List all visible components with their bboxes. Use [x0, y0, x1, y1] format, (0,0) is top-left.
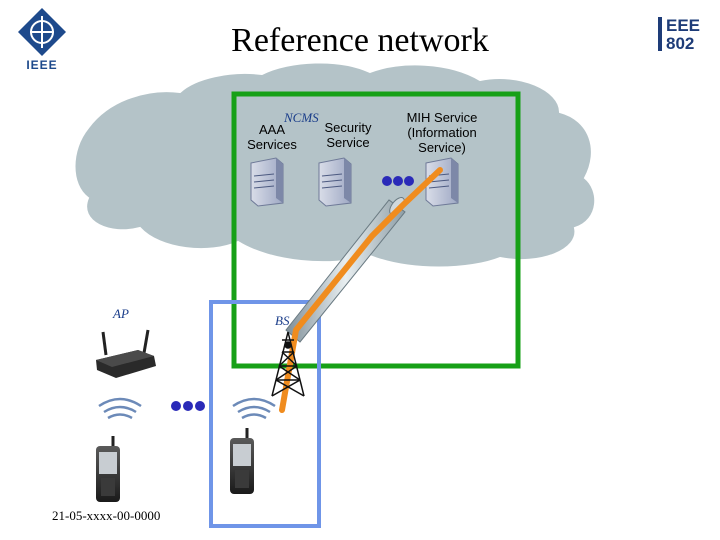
page-title: Reference network [231, 22, 489, 59]
orange-tunnel-line [279, 167, 443, 413]
ellipsis-dots-top [382, 176, 414, 186]
mih-server-icon [425, 157, 459, 207]
ieee-logo-text: IEEE [26, 58, 58, 72]
aaa-services-label: AAA Services [247, 122, 297, 152]
ieee-802-logo-bar [658, 17, 662, 51]
ap-router-icon [96, 329, 156, 378]
mobile-phone-left-icon [96, 436, 120, 502]
bs-tower-icon [271, 331, 305, 397]
ieee-logo-icon [18, 8, 66, 56]
ieee-802-logo-line1: EEE [666, 16, 701, 35]
mobile-phone-right-icon [230, 428, 254, 494]
mih-service-label: MIH Service (Information Service) [406, 110, 478, 155]
ellipsis-dots-bottom [171, 401, 205, 411]
ncms-label: NCMS [284, 110, 319, 125]
document-footer: 21-05-xxxx-00-0000 [52, 508, 161, 523]
aaa-server-icon [250, 157, 284, 207]
security-service-label: Security Service [324, 120, 372, 150]
security-server-icon [318, 157, 352, 207]
ieee-802-logo: EEE 802 [656, 14, 702, 54]
wifi-left-icon [98, 397, 142, 420]
blue-access-box [209, 300, 321, 528]
ap-label: AP [113, 306, 129, 321]
green-network-box [231, 91, 521, 369]
bs-label: BS [275, 313, 290, 328]
ieee-802-logo-line2: 802 [666, 34, 695, 53]
wifi-right-icon [232, 397, 276, 420]
